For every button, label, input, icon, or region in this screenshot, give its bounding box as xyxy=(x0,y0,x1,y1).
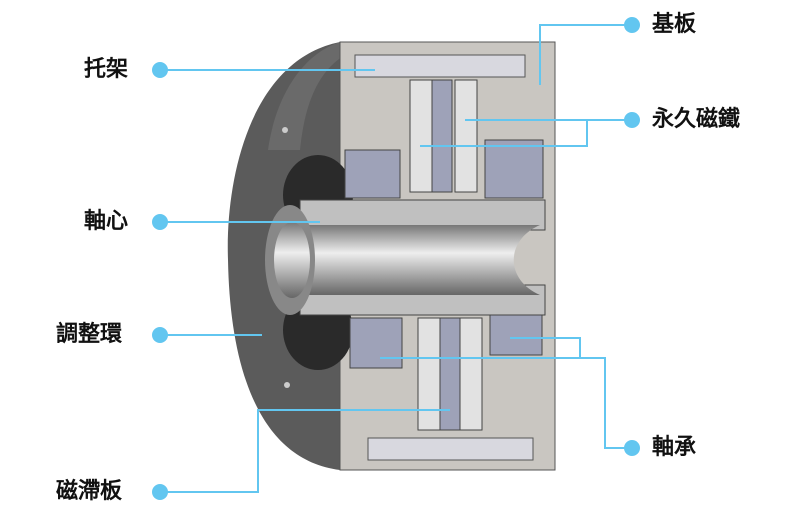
leader-lines xyxy=(160,24,632,493)
bearing-top xyxy=(344,149,401,199)
label-base-plate: 基板 xyxy=(652,12,697,37)
label-shaft: 軸心 xyxy=(84,209,129,234)
bearing-bottom xyxy=(349,317,403,369)
label-permanent-magnet: 永久磁鐵 xyxy=(652,107,741,132)
label-bracket: 托架 xyxy=(84,57,129,82)
label-bearing: 軸承 xyxy=(652,435,697,460)
magnet-top xyxy=(409,79,433,193)
leader-dots xyxy=(152,17,640,500)
label-adjust-ring: 調整環 xyxy=(56,322,123,347)
label-hysteresis-plate: 磁滯板 xyxy=(56,479,123,504)
hysteresis-plate-top xyxy=(431,79,453,193)
